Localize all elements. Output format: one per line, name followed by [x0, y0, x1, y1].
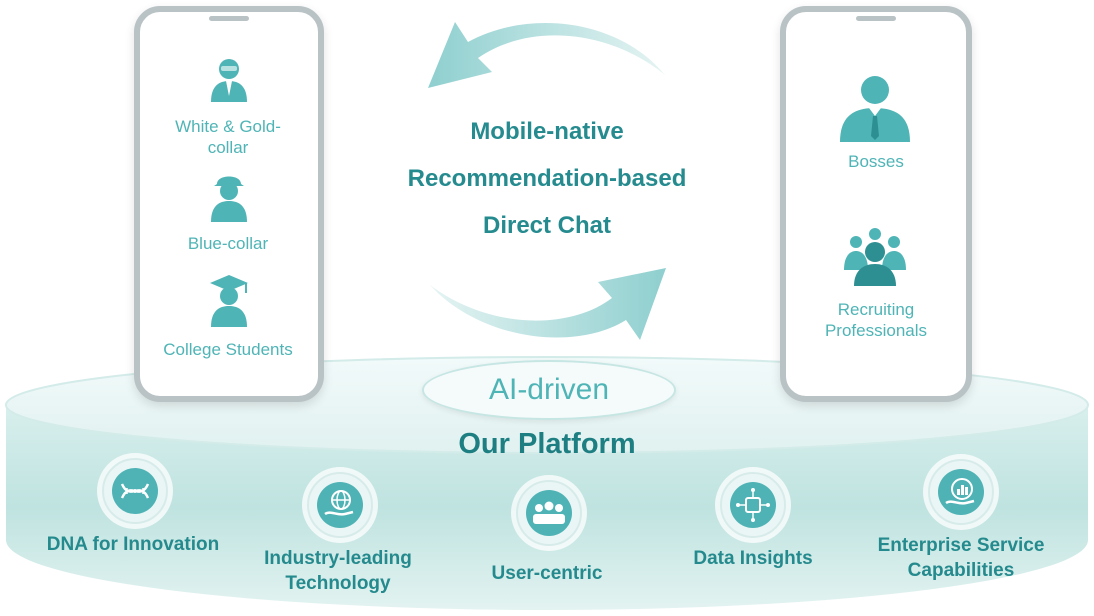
feature-label-data: Data Insights	[693, 548, 813, 569]
professional-person-icon	[211, 59, 247, 102]
feature-ring-technology	[307, 472, 373, 538]
left-item-label-1: White & Gold- collar	[175, 117, 281, 157]
arrow-right	[430, 268, 666, 340]
globe-hand-icon	[324, 490, 354, 516]
users-icon	[533, 501, 565, 524]
feature-ring-dna	[102, 458, 168, 524]
right-item-label-1: Bosses	[848, 152, 904, 171]
right-phone	[780, 6, 972, 402]
phone-speaker	[856, 16, 896, 21]
center-line-1: Mobile-native	[470, 118, 624, 145]
recruiting-group-icon	[844, 228, 906, 286]
ai-driven-badge: AI-driven	[422, 360, 676, 420]
feature-label-dna: DNA for Innovation	[46, 534, 220, 555]
graduate-icon	[210, 275, 248, 327]
ai-driven-label: AI-driven	[488, 373, 610, 406]
center-line-3: Direct Chat	[482, 212, 612, 239]
feature-ring-enterprise	[928, 459, 994, 525]
platform-title: Our Platform	[458, 428, 636, 460]
feature-label-enterprise: Enterprise Service Capabilities	[877, 535, 1045, 581]
right-item-label-2: Recruiting Professionals	[824, 300, 928, 340]
center-line-2: Recommendation-based	[407, 165, 687, 192]
feature-label-user: User-centric	[491, 563, 603, 584]
feature-label-technology: Industry-leading Technology	[264, 548, 412, 594]
arrow-left	[428, 22, 665, 88]
feature-ring-user	[516, 480, 582, 546]
left-item-label-3: College Students	[163, 340, 293, 359]
chip-icon	[736, 488, 770, 522]
phone-speaker	[209, 16, 249, 21]
feature-ring-data	[720, 472, 786, 538]
dna-icon	[120, 483, 150, 499]
chart-hand-icon	[945, 478, 975, 505]
hardhat-worker-icon	[211, 176, 247, 222]
left-item-label-2: Blue-collar	[187, 234, 269, 253]
boss-icon	[840, 76, 910, 142]
